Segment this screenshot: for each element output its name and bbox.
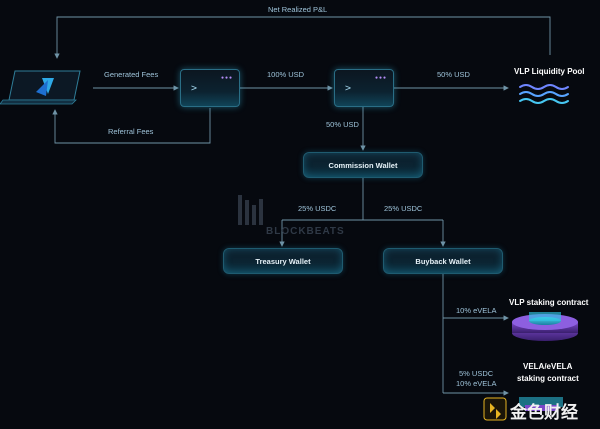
- usdc25-right-label: 25% USDC: [384, 204, 423, 213]
- prompt-icon: >: [191, 83, 198, 94]
- usd100-label: 100% USD: [267, 70, 305, 79]
- distributor-terminal: ●●● >: [334, 69, 394, 107]
- vela-staking-pad-icon: [519, 397, 563, 411]
- commission-wallet: Commission Wallet: [303, 152, 423, 178]
- usdc25-left-label: 25% USDC: [298, 204, 337, 213]
- treasury-wallet: Treasury Wallet: [223, 248, 343, 274]
- usd50-right-label: 50% USD: [437, 70, 470, 79]
- window-dots-icon: ●●●: [374, 75, 387, 81]
- buyback-wallet: Buyback Wallet: [383, 248, 503, 274]
- vlp-pool-title: VLP Liquidity Pool: [514, 67, 585, 76]
- fee-collector-terminal: ●●● >: [180, 69, 240, 107]
- evela10-bottom-label: 10% eVELA: [456, 379, 497, 388]
- window-dots-icon: ●●●: [220, 75, 233, 81]
- corner-logo-icon: [483, 397, 507, 421]
- watermark-logo-icon: [238, 195, 263, 225]
- usdc5-label: 5% USDC: [459, 369, 494, 378]
- vlp-staking-title: VLP staking contract: [509, 298, 589, 307]
- usd50-down-label: 50% USD: [326, 120, 359, 129]
- vela-staking-title-line2: staking contract: [517, 374, 579, 383]
- corner-logo-text: 金色财经: [510, 403, 578, 423]
- liquidity-waves-icon: [519, 84, 569, 104]
- watermark-text: BLOCKBEATS: [266, 226, 345, 237]
- generated-fees-label: Generated Fees: [104, 70, 159, 79]
- evela10-top-label: 10% eVELA: [456, 306, 497, 315]
- vela-staking-title-line1: VELA/eVELA: [523, 362, 573, 371]
- split-line: [282, 178, 443, 221]
- laptop-icon: [0, 70, 81, 105]
- net-pl-line: [54, 16, 551, 59]
- referral-fees-label: Referral Fees: [108, 127, 154, 136]
- vlp-staking-pad-icon: [512, 312, 578, 341]
- net-pl-label: Net Realized P&L: [268, 5, 328, 14]
- prompt-icon: >: [345, 83, 352, 94]
- referral-fees-line: [52, 108, 211, 144]
